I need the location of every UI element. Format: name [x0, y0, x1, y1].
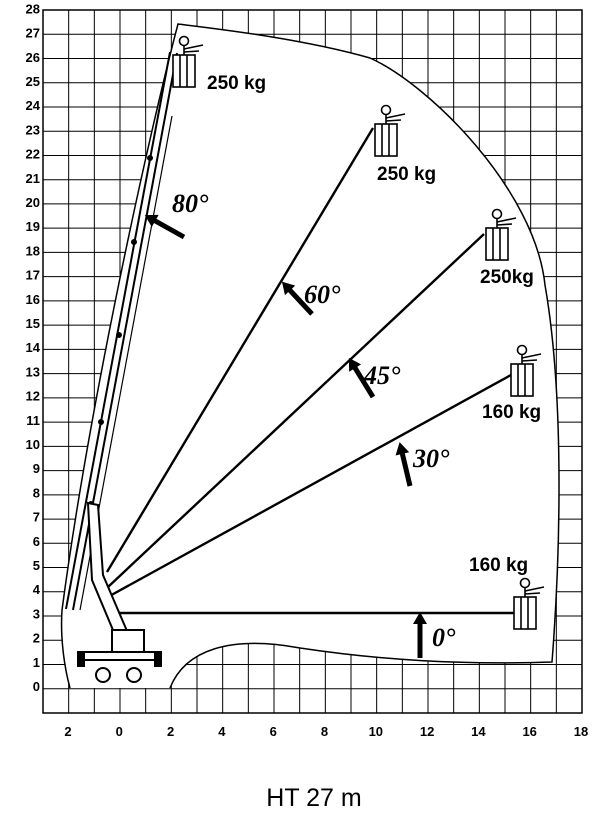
y-tick-label: 4: [33, 582, 41, 597]
y-tick-label: 8: [33, 485, 40, 500]
y-tick-label: 15: [26, 316, 40, 331]
y-tick-label: 10: [26, 437, 40, 452]
boom-line-45: [107, 233, 485, 588]
x-tick-label: 2: [167, 724, 174, 739]
x-tick-label: 12: [420, 724, 434, 739]
y-tick-label: 1: [33, 655, 40, 670]
diagram-title: HT 27 m: [266, 784, 361, 812]
y-tick-label: 16: [26, 292, 40, 307]
y-tick-label: 20: [26, 195, 40, 210]
boom-line-60: [105, 127, 375, 573]
y-tick-label: 7: [33, 510, 40, 525]
y-tick-label: 21: [26, 171, 40, 186]
y-tick-label: 18: [26, 243, 40, 258]
x-tick-label: 6: [270, 724, 277, 739]
x-tick-label: 10: [369, 724, 383, 739]
y-tick-label: 28: [26, 1, 40, 16]
baskets: [172, 35, 545, 630]
load-label-80: 250 kg: [207, 73, 266, 94]
y-axis-ticks: 0123456789101112131415161718192021222324…: [26, 1, 41, 694]
angle-label-80: 80°: [172, 189, 209, 218]
load-label-0: 160 kg: [469, 555, 528, 576]
direction-arrow: [144, 214, 186, 240]
x-tick-label: 2: [64, 724, 71, 739]
basket: [485, 208, 517, 261]
x-tick-label: 18: [574, 724, 588, 739]
x-axis-ticks: 2 0 2 4 6 8 10 12 14 16 18: [64, 724, 588, 739]
y-tick-label: 25: [26, 74, 40, 89]
angle-label-30: 30°: [412, 444, 450, 473]
x-tick-label: 14: [471, 724, 486, 739]
boom-line-30: [105, 373, 512, 600]
angle-label-60: 60°: [304, 280, 341, 309]
y-tick-label: 22: [26, 147, 40, 162]
angle-label-0: 0°: [432, 623, 456, 652]
y-tick-label: 3: [33, 606, 40, 621]
basket: [172, 35, 204, 88]
load-label-30: 160 kg: [482, 402, 541, 423]
y-tick-label: 17: [26, 268, 40, 283]
machine-base: [77, 501, 162, 683]
basket: [513, 577, 545, 630]
y-tick-label: 14: [26, 340, 41, 355]
boom-lines: [105, 127, 516, 615]
x-tick-label: 0: [116, 724, 123, 739]
y-tick-label: 9: [33, 461, 40, 476]
basket: [510, 344, 542, 397]
y-tick-label: 13: [26, 364, 40, 379]
y-tick-label: 19: [26, 219, 40, 234]
direction-arrow: [413, 612, 427, 658]
direction-arrow: [281, 281, 314, 316]
load-label-60: 250 kg: [377, 164, 436, 185]
y-tick-label: 27: [26, 26, 40, 41]
y-tick-label: 0: [33, 679, 40, 694]
x-tick-label: 16: [522, 724, 536, 739]
y-tick-label: 2: [33, 631, 40, 646]
working-envelope: [60, 23, 560, 689]
y-tick-label: 23: [26, 122, 40, 137]
angle-arrows: [144, 214, 427, 658]
basket: [374, 104, 406, 157]
plot-border: [42, 9, 583, 714]
x-tick-label: 8: [321, 724, 328, 739]
direction-arrow: [348, 357, 376, 399]
angle-label-45: 45°: [363, 361, 401, 390]
y-tick-label: 11: [26, 413, 40, 428]
y-tick-label: 26: [26, 50, 40, 65]
y-tick-label: 5: [33, 558, 40, 573]
x-tick-label: 4: [218, 724, 226, 739]
y-tick-label: 6: [33, 534, 40, 549]
direction-arrow: [395, 442, 413, 487]
y-tick-label: 24: [26, 98, 41, 113]
load-label-45: 250kg: [480, 267, 534, 288]
y-tick-label: 12: [26, 389, 40, 404]
